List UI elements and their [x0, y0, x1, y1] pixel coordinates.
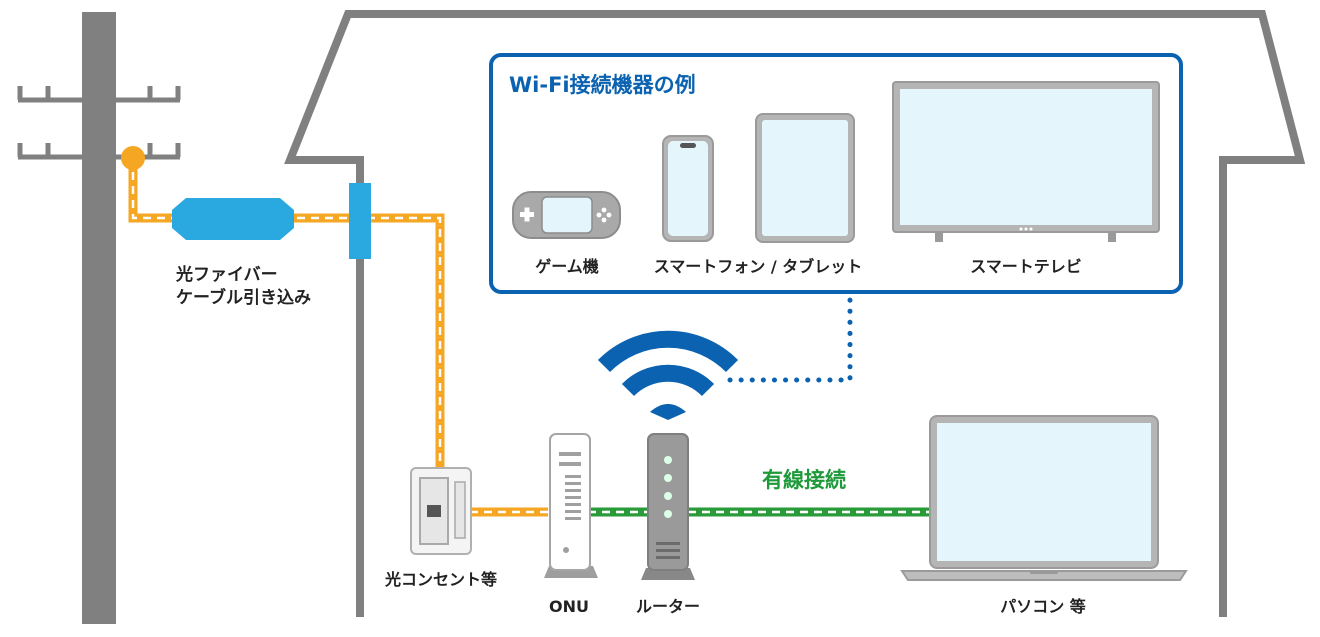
- smart-tv-icon: [892, 81, 1160, 242]
- game-console-label: ゲーム機: [535, 257, 599, 276]
- pole-connection-icon: [121, 146, 145, 170]
- smart-tv-label: スマートテレビ: [970, 257, 1082, 276]
- house-outline: [284, 10, 1306, 617]
- fiber-label-line2: ケーブル引き込み: [176, 287, 311, 308]
- router-icon: [641, 433, 695, 580]
- onu-label: ONU: [549, 597, 589, 616]
- fiber-splice-icon: [172, 198, 294, 240]
- laptop-icon: [900, 415, 1188, 581]
- wifi-icon: [597, 330, 739, 420]
- wireless-link: [727, 293, 853, 383]
- fiber-label-line1: 光ファイバー: [175, 264, 278, 285]
- tablet-icon: [755, 113, 855, 243]
- utility-pole: [17, 12, 181, 624]
- wifi-box-title: Wi-Fi接続機器の例: [509, 73, 696, 97]
- router-label: ルーター: [636, 597, 700, 616]
- phone-tablet-label: スマートフォン / タブレット: [654, 257, 863, 276]
- wired-label: 有線接続: [762, 468, 846, 492]
- wall-connector-icon: [349, 183, 371, 259]
- game-console-icon: [512, 191, 621, 239]
- pc-label: パソコン 等: [1000, 597, 1086, 616]
- optical-outlet-icon: [410, 467, 472, 555]
- onu-icon: [544, 433, 598, 578]
- outlet-label: 光コンセント等: [384, 570, 497, 589]
- smartphone-icon: [662, 135, 714, 242]
